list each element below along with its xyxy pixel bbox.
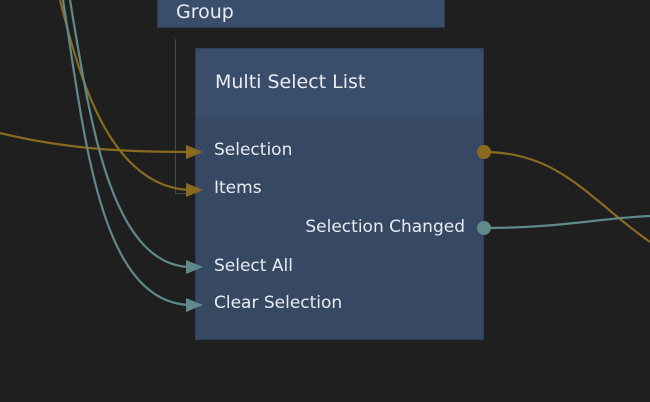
input-selection-label: Selection bbox=[214, 140, 293, 160]
input-items-arrow-icon[interactable] bbox=[186, 183, 203, 197]
input-selection-arrow-icon[interactable] bbox=[186, 145, 203, 159]
input-clear-selection-arrow-icon[interactable] bbox=[186, 298, 203, 312]
input-clear-selection-label: Clear Selection bbox=[214, 293, 343, 313]
input-select-all-label: Select All bbox=[214, 256, 293, 276]
wire-to-clear-selection[interactable] bbox=[61, 0, 189, 307]
group-node[interactable]: Group bbox=[157, 0, 445, 28]
input-items-label: Items bbox=[214, 178, 262, 198]
wire-from-selection[interactable] bbox=[483, 150, 650, 243]
wire-to-select-all[interactable] bbox=[68, 0, 189, 269]
group-node-title: Group bbox=[176, 1, 234, 23]
output-selection-dot-icon[interactable] bbox=[477, 145, 491, 159]
node-title: Multi Select List bbox=[215, 71, 366, 93]
output-selection-changed-dot-icon[interactable] bbox=[477, 221, 491, 235]
group-connector-line-end bbox=[175, 193, 189, 194]
multi-select-list-node[interactable]: Multi Select List Selection Items Select… bbox=[195, 48, 484, 340]
group-connector-line bbox=[175, 39, 176, 194]
wire-from-selection-changed[interactable] bbox=[483, 214, 650, 230]
node-header[interactable]: Multi Select List bbox=[196, 49, 483, 118]
wire-to-selection[interactable] bbox=[0, 131, 189, 154]
input-select-all-arrow-icon[interactable] bbox=[186, 260, 203, 274]
output-selection-changed-label: Selection Changed bbox=[305, 217, 465, 237]
